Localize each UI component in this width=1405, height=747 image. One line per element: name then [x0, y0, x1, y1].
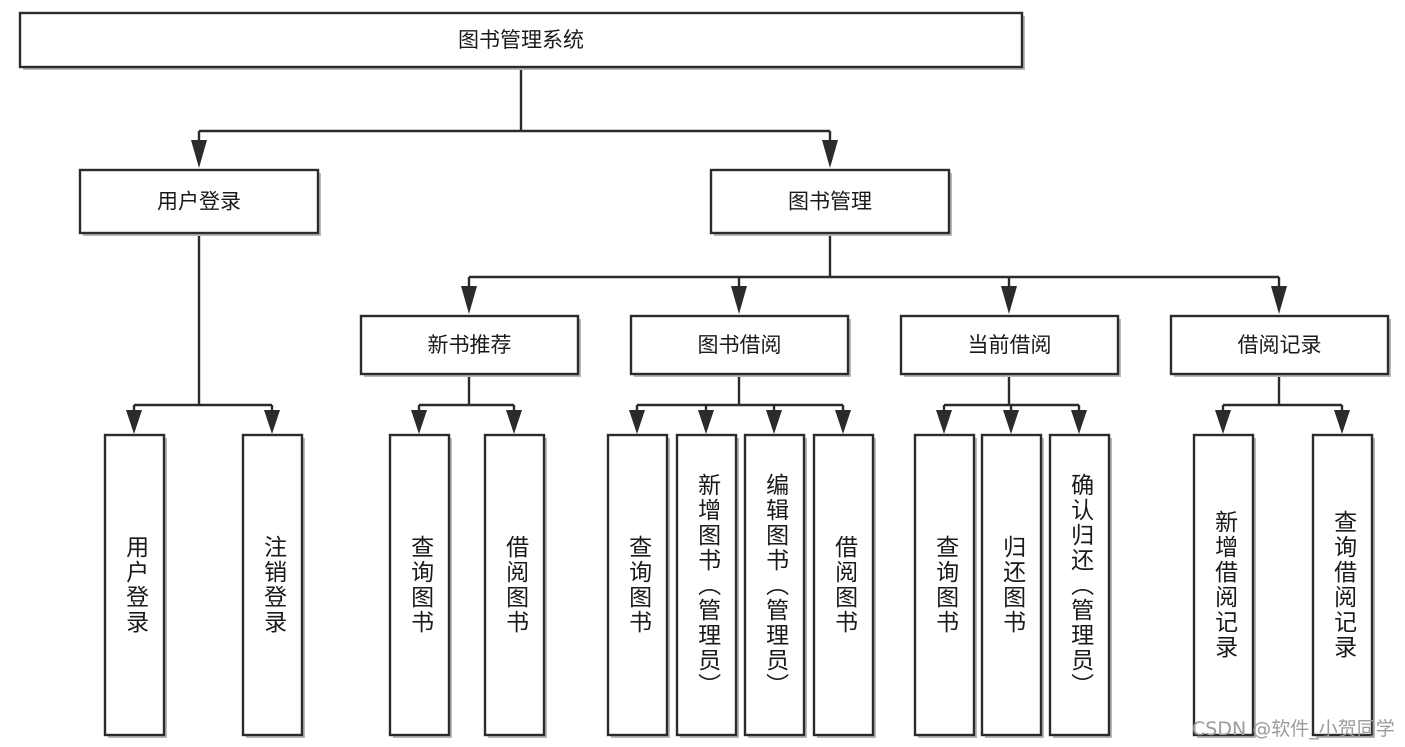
- arrowhead-br-query-record: [1334, 410, 1350, 434]
- box-leaf-7[interactable]: [812, 433, 875, 737]
- box-level3-1-label: 图书借阅: [698, 333, 782, 357]
- box-level3-0-label: 新书推荐: [428, 333, 512, 357]
- box-level2-0-label: 用户登录: [157, 190, 241, 214]
- box-level3-2-label: 当前借阅: [968, 333, 1052, 357]
- box-leaf-3[interactable]: [483, 433, 546, 737]
- arrowhead-bb-edit-book: [766, 410, 782, 434]
- csdn-watermark: CSDN @软件_小贺同学: [1192, 718, 1395, 740]
- box-leaf-2[interactable]: [388, 433, 451, 737]
- arrowhead-book-borrow: [731, 286, 747, 314]
- box-level3-3[interactable]: [1169, 314, 1390, 376]
- box-level3-0[interactable]: [359, 314, 580, 376]
- connector-group-bookborrow-to-leaves: [629, 374, 851, 434]
- box-leaf-0[interactable]: [103, 433, 166, 737]
- arrowhead-bb-add-book: [698, 410, 714, 434]
- box-root[interactable]: [18, 11, 1024, 69]
- connector-group-root-to-level2: [191, 67, 838, 168]
- box-leaf-5[interactable]: [675, 433, 738, 737]
- arrowhead-book-manage: [822, 140, 838, 168]
- box-level2-0[interactable]: [78, 168, 320, 235]
- arrowhead-nb-borrow-book: [506, 410, 522, 434]
- arrowhead-leaf-logout: [264, 410, 280, 434]
- arrowhead-cb-query-book: [936, 410, 952, 434]
- arrowhead-user-login: [191, 140, 207, 168]
- connector-group-currentborrow-to-leaves: [936, 374, 1087, 434]
- arrowhead-current-borrow: [1001, 286, 1017, 314]
- box-leaf-8[interactable]: [913, 433, 976, 737]
- box-root-label: 图书管理系统: [458, 28, 584, 52]
- arrowhead-bb-query-book: [629, 410, 645, 434]
- arrowhead-nb-query-book: [411, 410, 427, 434]
- connector-group-borrowrecord-to-leaves: [1215, 374, 1350, 434]
- arrowhead-leaf-user-login: [126, 410, 142, 434]
- connector-group-bookmanage-to-level3: [461, 233, 1287, 314]
- box-leaf-11[interactable]: [1192, 433, 1255, 737]
- arrowhead-bb-borrow-book: [835, 410, 851, 434]
- node-boxes-layer: [18, 11, 1391, 738]
- arrowhead-borrow-record: [1271, 286, 1287, 314]
- arrowhead-cb-confirm-return: [1071, 410, 1087, 434]
- box-level3-2[interactable]: [899, 314, 1120, 376]
- box-leaf-9[interactable]: [980, 433, 1043, 737]
- connector-group-userlogin-to-leaves: [126, 233, 280, 434]
- arrowhead-cb-return-book: [1003, 410, 1019, 434]
- box-leaf-12[interactable]: [1311, 433, 1374, 737]
- arrowhead-br-add-record: [1215, 410, 1231, 434]
- box-leaf-10[interactable]: [1048, 433, 1111, 737]
- box-level2-1-label: 图书管理: [788, 190, 872, 214]
- arrowhead-new-book-rec: [461, 286, 477, 314]
- connector-group-newbook-to-leaves: [411, 374, 522, 434]
- box-level3-1[interactable]: [629, 314, 850, 376]
- box-level3-3-label: 借阅记录: [1238, 333, 1322, 357]
- box-leaf-1[interactable]: [241, 433, 304, 737]
- box-leaf-4[interactable]: [606, 433, 669, 737]
- box-leaf-6[interactable]: [743, 433, 806, 737]
- box-level2-1[interactable]: [709, 168, 951, 235]
